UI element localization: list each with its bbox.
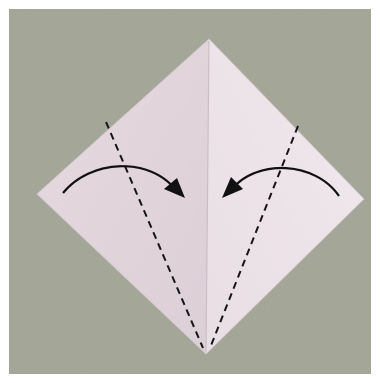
origami-photo <box>9 9 371 374</box>
photo-frame <box>9 9 371 374</box>
